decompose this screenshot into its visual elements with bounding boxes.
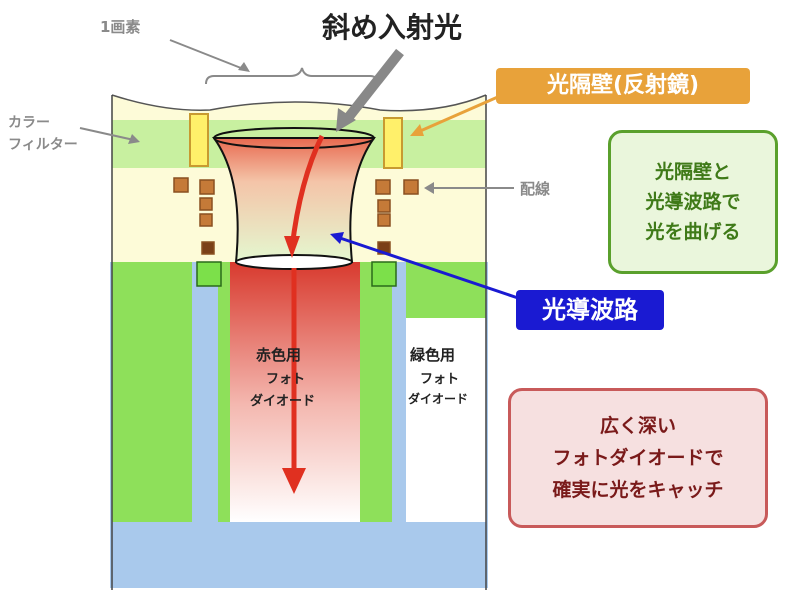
diagram-title: 斜め入射光 [322,11,463,44]
green-photodiode-label-2: フォト [420,372,460,387]
light-barrier-right [383,117,403,169]
color-filter-label-line2: フィルター [8,137,78,153]
bend-info-box: 光隔壁と 光導波路で 光を曲げる [608,130,778,274]
pixel-leader [169,39,247,71]
bend-info-line-1: 光隔壁と [654,161,731,183]
color-filter-label-line1: カラー [8,115,50,131]
green-photodiode-label-3: ダイオード [408,392,469,406]
contact-left [196,261,222,287]
incident-light-arrow [344,48,404,122]
color-filter-leader [79,127,135,141]
catch-info-line-1: 広く深い [599,415,676,437]
contact-right [371,261,397,287]
catch-info-line-2: フォトダイオードで [552,447,724,469]
microlens-surface [111,94,487,112]
red-photodiode-label-3: ダイオード [250,394,316,409]
waveguide-callout: 光導波路 [516,290,664,330]
bend-info-line-3: 光を曲げる [645,221,741,243]
red-photodiode-label-1: 赤色用 [256,346,302,364]
waveguide-leader [339,236,519,300]
bend-info-line-2: 光導波路で [645,191,741,213]
catch-info-box: 広く深い フォトダイオードで 確実に光をキャッチ [508,388,768,528]
substrate-bottom-band [110,522,488,588]
silicon-well-left [112,262,192,522]
pixel-brace [205,67,379,85]
waveguide-bottom-rim [235,254,353,270]
green-photodiode [406,318,486,522]
light-path-arrowhead [282,468,306,494]
green-photodiode-label-1: 緑色用 [410,346,456,364]
light-barrier-left [189,113,209,167]
catch-info-line-3: 確実に光をキャッチ [552,479,724,501]
light-barrier-leader [417,94,501,134]
waveguide-top-rim [213,127,375,149]
pixel-label: 1画素 [100,18,141,36]
red-photodiode-label-2: フォト [266,372,306,387]
wiring-left [173,177,215,255]
light-barrier-callout: 光隔壁(反射鏡) [496,68,750,104]
light-path-bend [289,134,325,249]
wiring-label: 配線 [520,180,551,198]
